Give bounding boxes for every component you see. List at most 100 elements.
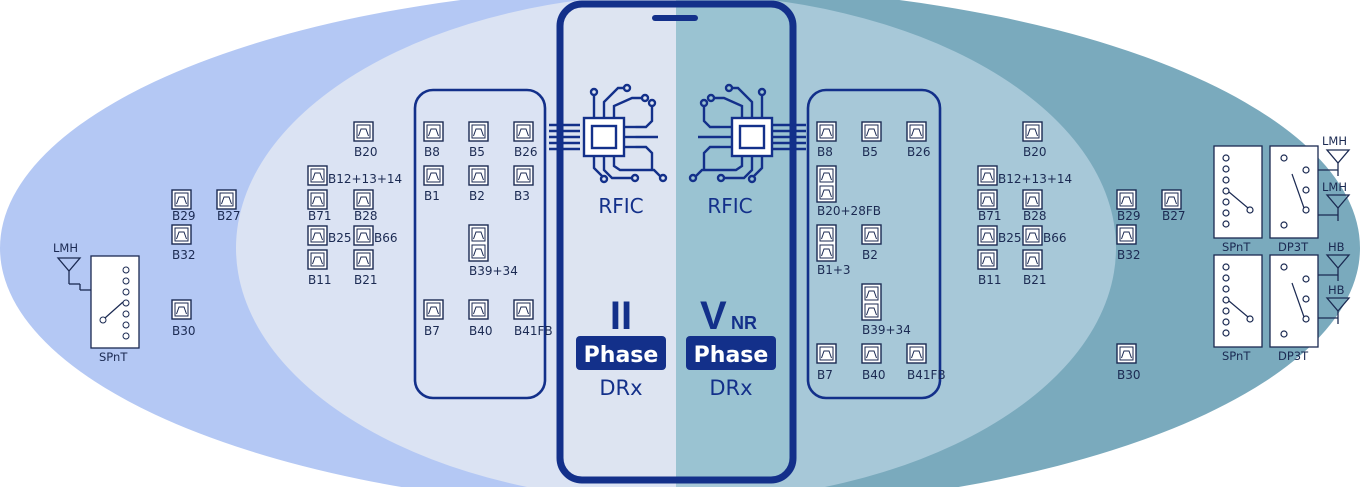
filter-b8: B8 [816,121,837,159]
svg-text:B11: B11 [308,273,332,287]
svg-text:B30: B30 [1117,368,1141,382]
filter-b7: B7 [423,299,444,338]
filter-b28: B28 [1022,189,1047,223]
filter-b12-13-14: B12+13+14 [977,165,1072,186]
svg-text:B3: B3 [514,189,530,203]
filter-b66: B66 [353,225,398,246]
left-switch-label: SPnT [99,350,128,364]
svg-text:B12+13+14: B12+13+14 [328,172,402,186]
filter-b29: B29 [1116,189,1141,223]
svg-text:B7: B7 [817,368,833,382]
left-phase-roman: II [610,294,632,338]
filter-b8: B8 [423,121,444,159]
svg-text:B20: B20 [354,145,378,159]
filter-b11: B11 [307,249,332,287]
svg-text:B26: B26 [907,145,931,159]
svg-text:B20: B20 [1023,145,1047,159]
right-switch-label-4: DP3T [1278,349,1309,363]
filter-b20-28fb: B20+28FB [816,165,881,218]
filter-b28: B28 [353,189,378,223]
left-spnt-switch [90,255,140,349]
filter-b41fb: B41FB [513,299,553,338]
svg-text:B2: B2 [469,189,485,203]
svg-text:B2: B2 [862,248,878,262]
filter-b32: B32 [171,224,196,262]
filter-b3: B3 [513,165,534,203]
filter-b7: B7 [816,343,837,382]
svg-text:B20+28FB: B20+28FB [817,204,881,218]
right-switch-label-3: SPnT [1222,349,1251,363]
svg-text:B32: B32 [172,248,196,262]
svg-text:B26: B26 [514,145,538,159]
filter-b20: B20 [1022,121,1047,159]
svg-text:B71: B71 [978,209,1002,223]
svg-text:B25: B25 [998,231,1022,245]
filter-b2: B2 [861,224,882,262]
svg-text:B27: B27 [1162,209,1186,223]
filter-b41fb: B41FB [906,343,946,382]
filter-b12-13-14: B12+13+14 [307,165,402,186]
filter-b5: B5 [468,121,489,159]
filter-b30: B30 [1116,343,1141,382]
svg-text:B66: B66 [374,231,398,245]
svg-text:B7: B7 [424,324,440,338]
filter-b71: B71 [977,189,1002,223]
right-antenna-label-4: HB [1328,283,1345,297]
left-antenna-label: LMH [53,241,78,255]
right-drx-label: DRx [709,376,752,400]
right-rfic-label: RFIC [707,194,752,218]
left-phase-label: Phase [584,343,659,368]
svg-text:B21: B21 [1023,273,1047,287]
right-phase-badge [686,336,776,370]
filter-b26: B26 [906,121,931,159]
svg-text:B28: B28 [354,209,378,223]
filter-b39-34: B39+34 [468,224,518,278]
svg-text:B25: B25 [328,231,352,245]
filter-b2: B2 [468,165,489,203]
filter-b21: B21 [1022,249,1047,287]
right-filter-module [806,88,942,400]
filter-b5: B5 [861,121,882,159]
phone-right-half [676,4,793,480]
svg-text:B29: B29 [1117,209,1141,223]
svg-text:B39+34: B39+34 [862,323,911,337]
left-filter-module [413,88,547,400]
svg-text:B41FB: B41FB [907,368,946,382]
filter-b11: B11 [977,249,1002,287]
right-phase-subscript: NR [731,313,757,333]
phone-speaker-icon [652,15,698,21]
right-switch-label-2: DP3T [1278,240,1309,254]
left-outer-filters: B20 B12+13+14 B71 B28 B25 B66 B11 B21 B2… [171,121,402,338]
right-switch-label-1: SPnT [1222,240,1251,254]
svg-text:B30: B30 [172,324,196,338]
filter-b27: B27 [216,189,241,223]
left-antenna-icon [57,257,91,291]
svg-text:B5: B5 [469,145,485,159]
right-antenna-label-1: LMH [1322,134,1347,148]
right-outer-filters: B20 B12+13+14 B71 B28 B25 B66 B11 B21 B2… [977,121,1186,382]
filter-b1-3: B1+3 [816,224,851,277]
left-rfic-chip-icon [549,83,668,184]
svg-text:B40: B40 [862,368,886,382]
svg-text:B1: B1 [424,189,440,203]
filter-b29: B29 [171,189,196,223]
filter-b20: B20 [353,121,378,159]
filter-b1: B1 [423,165,444,203]
right-rfic-chip-icon [688,83,806,184]
svg-text:B5: B5 [862,145,878,159]
filter-b25: B25 [307,225,352,246]
svg-text:B1+3: B1+3 [817,263,851,277]
left-box-filters: B8 B5 B26 B1 B2 B3 B39+34 B7 B40 B41FB [423,121,553,338]
filter-b30: B30 [171,299,196,338]
right-antenna-label-2: LMH [1322,180,1347,194]
filter-b21: B21 [353,249,378,287]
left-rfic-label: RFIC [598,194,643,218]
svg-text:B28: B28 [1023,209,1047,223]
filter-b66: B66 [1022,225,1067,246]
filter-b39-34: B39+34 [861,283,911,337]
svg-text:B12+13+14: B12+13+14 [998,172,1072,186]
right-antenna-label-3: HB [1328,240,1345,254]
left-phase-badge [576,336,666,370]
right-switch-bank [1213,145,1338,348]
